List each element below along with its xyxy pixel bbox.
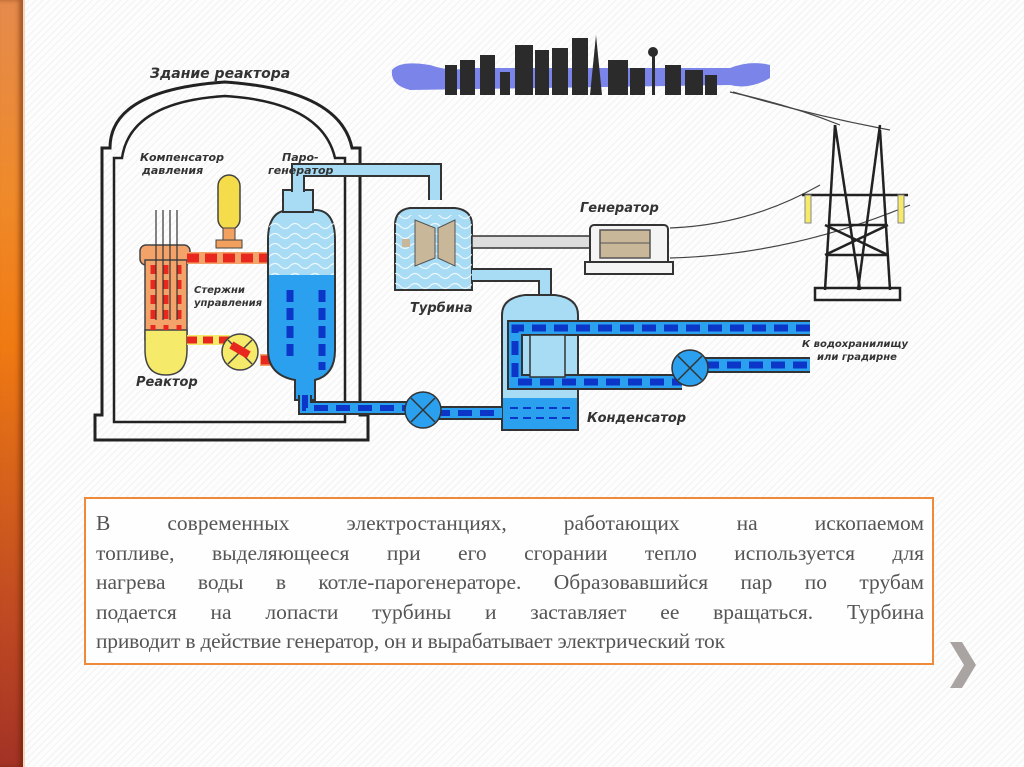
description-line: приводит в действие генератор, он и выра… [96,629,725,653]
description-line: подается на лопасти турбины и заставляет… [96,599,924,624]
pressurizer [215,174,243,249]
control-rods-label-line1: Стержни [194,285,245,296]
control-rods-label-line2: управления [194,298,263,309]
description-text-box: В современных электростанциях, работающи… [84,497,934,665]
description-line: В современных электростанциях, работающи… [96,511,924,535]
pressurizer-label-line2: давления [142,164,204,177]
reactor-vessel [139,210,191,376]
control-rods [155,210,178,320]
power-lines [669,91,911,259]
slide-side-bar [0,0,25,767]
turbine [394,207,473,291]
steam-generator [267,189,336,401]
diagram-drawing [93,35,911,442]
reactor-label: Реактор [136,375,198,390]
steam-line [291,163,442,200]
steam-generator-label-line1: Паро- [282,151,319,164]
chevron-right-icon [950,642,976,688]
reactor-building-label: Здание реактора [150,66,291,82]
next-slide-button[interactable] [948,640,978,690]
primary-pump [221,333,259,371]
cooling-pump [671,349,709,387]
power-tower-icon [802,124,908,302]
generator-label: Генератор [580,201,659,216]
city-skyline-icon [391,35,770,95]
power-plant-diagram: Здание реактора Компенсатор давления Пар… [90,30,940,460]
turbine-shaft [471,235,608,249]
pressurizer-label-line1: Компенсатор [140,151,224,164]
description-line: нагрева воды в котле-парогенераторе. Обр… [96,570,924,594]
cooling-loop [507,320,810,390]
condenser-label: Конденсатор [587,411,687,426]
steam-generator-label-line2: генератор [268,164,334,177]
reservoir-label-line2: или градирне [817,352,897,363]
reservoir-label-line1: К водохранилищу [802,339,908,350]
generator [584,224,674,275]
feedwater-line [298,391,502,429]
description-line: топливе, выделяющееся при его сгорании т… [96,540,924,565]
reactor-building [93,80,370,442]
turbine-label: Турбина [410,301,473,316]
